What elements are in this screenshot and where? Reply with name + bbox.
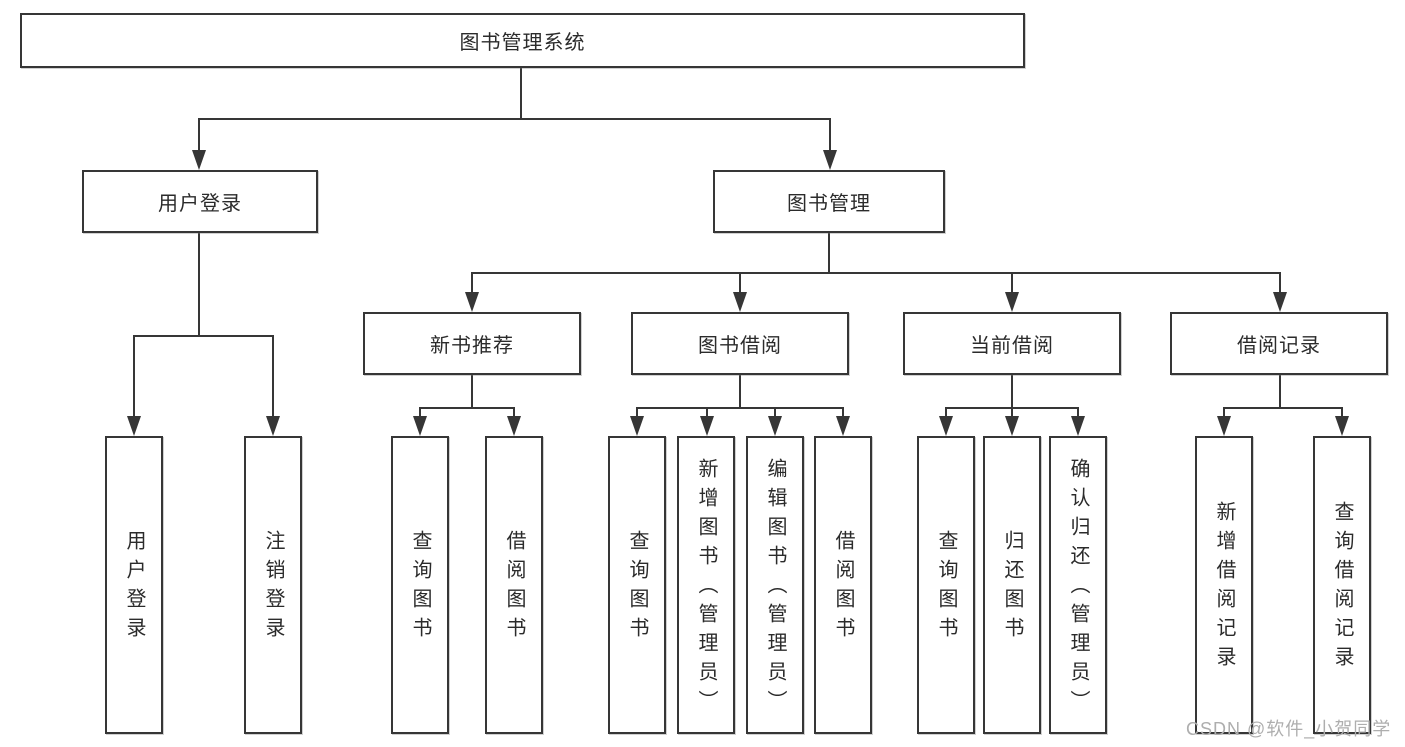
connector-horizontal <box>636 407 844 409</box>
connector-stub <box>1011 272 1013 292</box>
connector-stub <box>636 407 638 416</box>
connector-stub <box>133 335 135 416</box>
arrow-down-icon <box>733 292 747 312</box>
arrow-down-icon <box>507 416 521 436</box>
node-current-borrowing: 当前借阅 <box>903 312 1121 375</box>
connector-vertical <box>1011 375 1013 407</box>
connector-vertical <box>1279 375 1281 407</box>
leaf-query-borrow-record: 查询借阅记录 <box>1313 436 1371 734</box>
connector-root-horizontal <box>198 118 831 120</box>
leaf-edit-books-admin: 编辑图书（管理员） <box>746 436 804 734</box>
node-book-borrowing: 图书借阅 <box>631 312 849 375</box>
connector-stub <box>706 407 708 416</box>
node-new-book-recommendation: 新书推荐 <box>363 312 581 375</box>
connector-horizontal <box>1223 407 1343 409</box>
connector-stub <box>1279 272 1281 292</box>
node-user-login: 用户登录 <box>82 170 318 233</box>
connector-stub <box>829 118 831 152</box>
connector-stub <box>1077 407 1079 416</box>
leaf-query-books-borrow: 查询图书 <box>608 436 666 734</box>
arrow-down-icon <box>266 416 280 436</box>
connector-book-mgmt-horizontal <box>471 272 1281 274</box>
connector-vertical <box>471 375 473 407</box>
arrow-down-icon <box>413 416 427 436</box>
connector-stub <box>513 407 515 416</box>
leaf-logout: 注销登录 <box>244 436 302 734</box>
connector-stub <box>842 407 844 416</box>
connector-book-mgmt-vertical <box>828 233 830 272</box>
leaf-add-borrow-record: 新增借阅记录 <box>1195 436 1253 734</box>
connector-root-vertical <box>520 68 522 118</box>
arrow-down-icon <box>630 416 644 436</box>
connector-stub <box>471 272 473 292</box>
node-borrowing-records: 借阅记录 <box>1170 312 1388 375</box>
connector-stub <box>774 407 776 416</box>
node-book-management: 图书管理 <box>713 170 945 233</box>
arrow-down-icon <box>465 292 479 312</box>
arrow-down-icon <box>836 416 850 436</box>
leaf-borrow-books: 借阅图书 <box>814 436 872 734</box>
arrow-down-icon <box>1005 292 1019 312</box>
connector-stub <box>1223 407 1225 416</box>
leaf-return-books: 归还图书 <box>983 436 1041 734</box>
arrow-down-icon <box>823 150 837 170</box>
connector-user-login-vertical <box>198 233 200 335</box>
connector-stub <box>419 407 421 416</box>
arrow-down-icon <box>1005 416 1019 436</box>
arrow-down-icon <box>127 416 141 436</box>
arrow-down-icon <box>768 416 782 436</box>
connector-stub <box>945 407 947 416</box>
leaf-add-books-admin: 新增图书（管理员） <box>677 436 735 734</box>
leaf-query-books-recommend: 查询图书 <box>391 436 449 734</box>
connector-stub <box>1341 407 1343 416</box>
leaf-borrow-books-recommend: 借阅图书 <box>485 436 543 734</box>
arrow-down-icon <box>939 416 953 436</box>
connector-stub <box>739 272 741 292</box>
connector-vertical <box>739 375 741 407</box>
arrow-down-icon <box>1071 416 1085 436</box>
arrow-down-icon <box>1217 416 1231 436</box>
connector-stub <box>272 335 274 416</box>
arrow-down-icon <box>1335 416 1349 436</box>
connector-horizontal <box>419 407 515 409</box>
connector-user-login-horizontal <box>133 335 274 337</box>
connector-stub <box>1011 407 1013 416</box>
arrow-down-icon <box>700 416 714 436</box>
node-library-management-system: 图书管理系统 <box>20 13 1025 68</box>
leaf-confirm-return-admin: 确认归还（管理员） <box>1049 436 1107 734</box>
leaf-query-books-current: 查询图书 <box>917 436 975 734</box>
arrow-down-icon <box>192 150 206 170</box>
csdn-watermark: CSDN @软件_小贺同学 <box>1186 719 1392 739</box>
leaf-user-login: 用户登录 <box>105 436 163 734</box>
arrow-down-icon <box>1273 292 1287 312</box>
connector-stub <box>198 118 200 152</box>
